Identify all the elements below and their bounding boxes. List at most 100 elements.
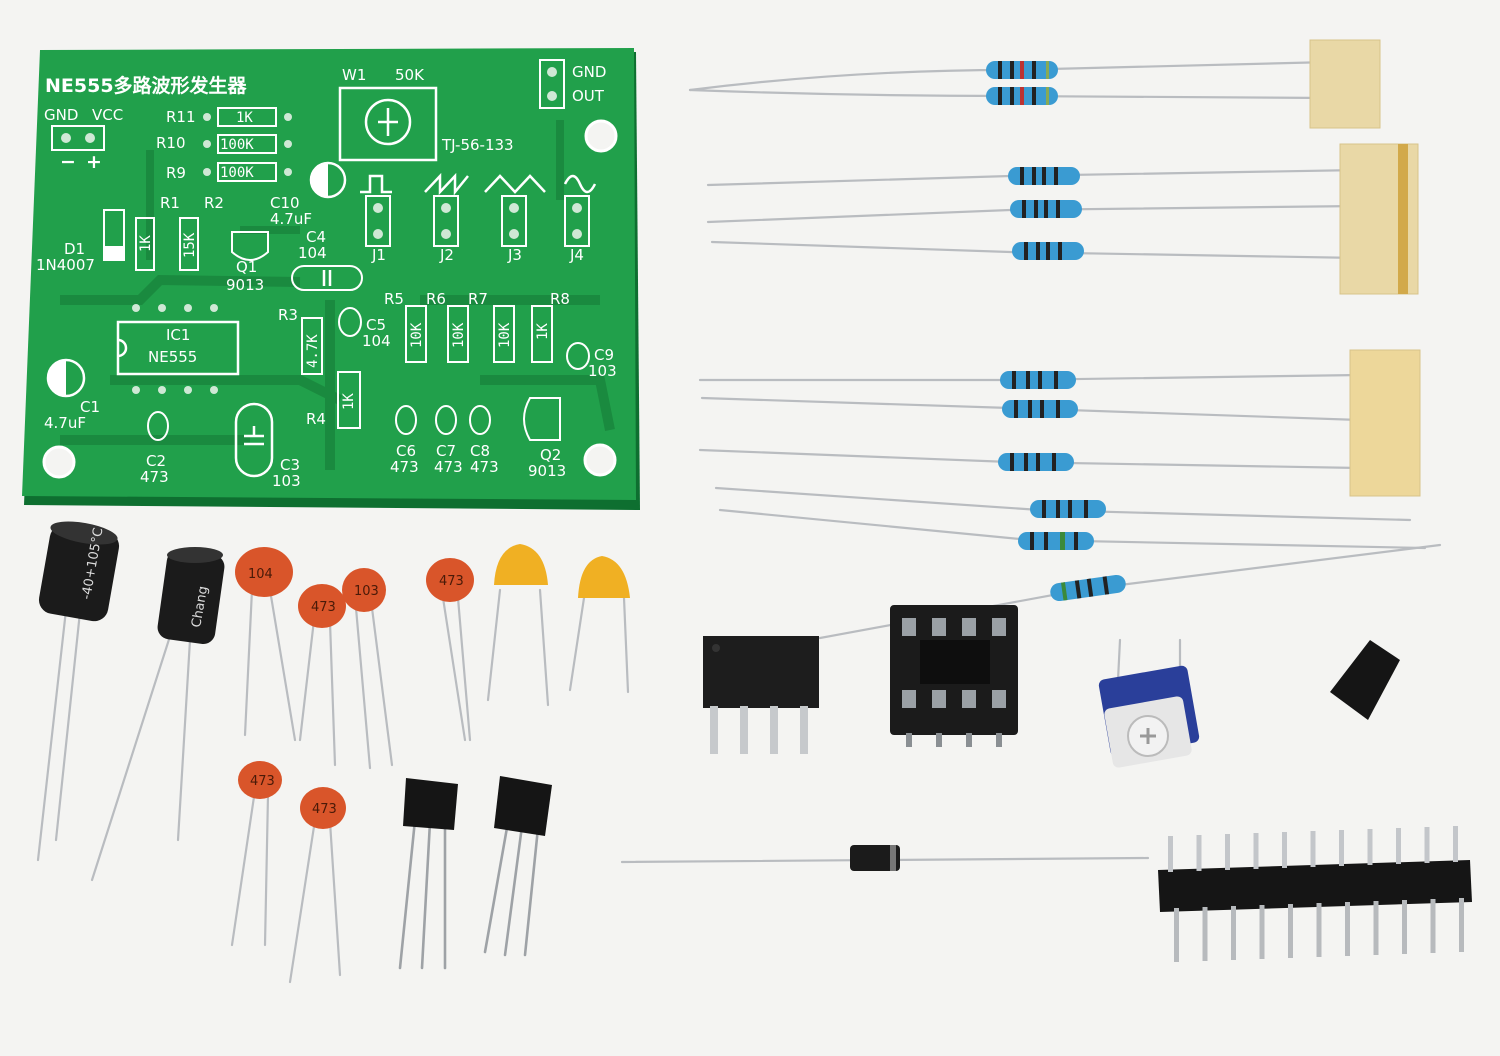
label-r5-value: 10K [409,322,425,348]
label-part-code: TJ-56-133 [441,136,514,154]
label-c9-value: 103 [588,362,617,380]
transistor-9013 [398,778,458,970]
label-r11-value: 1K [236,110,253,126]
label-j4: J4 [569,246,584,264]
ceramic-capacitor-473: 473 [298,584,346,767]
ceramic-capacitor-473: 473 [230,761,282,947]
mount-hole [42,445,76,479]
label-j2: J2 [439,246,454,264]
label-r7: R7 [468,290,488,308]
label-r10-value: 100K [220,137,254,153]
label-r1-value: 1K [138,235,154,252]
label-r6-value: 10K [451,322,467,348]
header-pin-bottom [1202,907,1208,961]
cap-103-mark: 103 [354,584,379,599]
resistor [998,453,1074,471]
trimmer-potentiometer [1098,638,1200,768]
label-vcc: VCC [92,106,123,124]
cap-473-mark: 473 [312,802,337,817]
ic-socket [890,605,1018,747]
label-gnd-top: GND [572,63,606,81]
label-r11: R11 [166,108,196,126]
cap-473-mark: 473 [311,600,336,615]
resistor [1050,574,1126,602]
resistor [1002,400,1078,418]
label-q1: Q1 [236,258,257,276]
yellow-capacitor [486,544,550,707]
header-pin-bottom [1288,904,1293,958]
header-pin-top [1253,833,1259,869]
electrolytic-capacitor-2: Chang [90,547,225,882]
label-r2: R2 [204,194,224,212]
header-pin-top [1367,829,1373,865]
header-pin-top [1339,830,1344,866]
label-c3-value: 103 [272,472,301,490]
header-pin-bottom [1402,900,1407,954]
transistor-9013 [483,776,552,957]
label-c4: C4 [306,228,326,246]
resistor [1008,167,1080,185]
label-q2: Q2 [540,446,561,464]
label-c7: C7 [436,442,456,460]
label-r4: R4 [306,410,326,428]
label-gnd: GND [44,106,78,124]
label-c5-value: 104 [362,332,391,350]
label-c2: C2 [146,452,166,470]
mount-hole [583,443,617,477]
label-c7-value: 473 [434,458,463,476]
label-j3: J3 [507,246,522,264]
pcb-title: NE555多路波形发生器 [45,74,248,97]
yellow-capacitor [568,556,630,694]
label-w1: W1 [342,66,366,84]
resistor-strip-2 [706,143,1419,295]
header-pin-top [1282,832,1287,868]
label-c10: C10 [270,194,300,212]
header-pin-bottom [1430,899,1436,953]
resistor [1030,500,1106,518]
header-pin-top [1453,826,1458,862]
header-pin-bottom [1316,903,1322,957]
label-r10: R10 [156,134,186,152]
label-r7-value: 10K [497,322,513,348]
resistor [986,61,1058,79]
label-r3-value: 4.7K [305,334,321,368]
label-d1: D1 [64,240,85,258]
diode-1n4007 [620,845,1150,871]
jumper-cap [1330,640,1400,720]
label-c1: C1 [80,398,100,416]
pcb-board: NE555多路波形发生器 GND OUT W1 50K TJ-56-133 GN… [22,48,640,510]
ceramic-capacitor-473: 473 [288,787,346,984]
label-c9: C9 [594,346,614,364]
label-r8-value: 1K [535,323,551,340]
ceramic-capacitor-473: 473 [426,558,474,742]
header-pin-bottom [1459,898,1464,952]
resistor [986,87,1058,105]
cap-473-mark: 473 [439,574,464,589]
label-w1-value: 50K [395,66,425,84]
header-pin-bottom [1259,905,1265,959]
resistor [1018,532,1094,550]
header-pin-top [1225,834,1230,870]
label-c4-value: 104 [298,244,327,262]
header-pin-top [1310,831,1316,867]
header-pin-top [1196,835,1202,871]
header-pin-bottom [1174,908,1179,962]
ne555-ic [703,636,819,754]
header-pin-bottom [1231,906,1236,960]
label-c3: C3 [280,456,300,474]
label-c8-value: 473 [470,458,499,476]
label-out: OUT [572,87,605,105]
electrolytic-capacitor-1: -40+105°C [36,521,120,862]
header-pin-top [1168,836,1173,872]
header-pin-top [1424,827,1430,863]
cap-104-mark: 104 [248,567,273,582]
ceramic-capacitor-104: 104 [235,547,297,742]
label-c6-value: 473 [390,458,419,476]
label-c2-value: 473 [140,468,169,486]
header-pin-bottom [1345,902,1350,956]
label-plus: + [86,151,102,173]
pin-header [1158,826,1472,962]
label-c5: C5 [366,316,386,334]
resistor [1000,371,1076,389]
